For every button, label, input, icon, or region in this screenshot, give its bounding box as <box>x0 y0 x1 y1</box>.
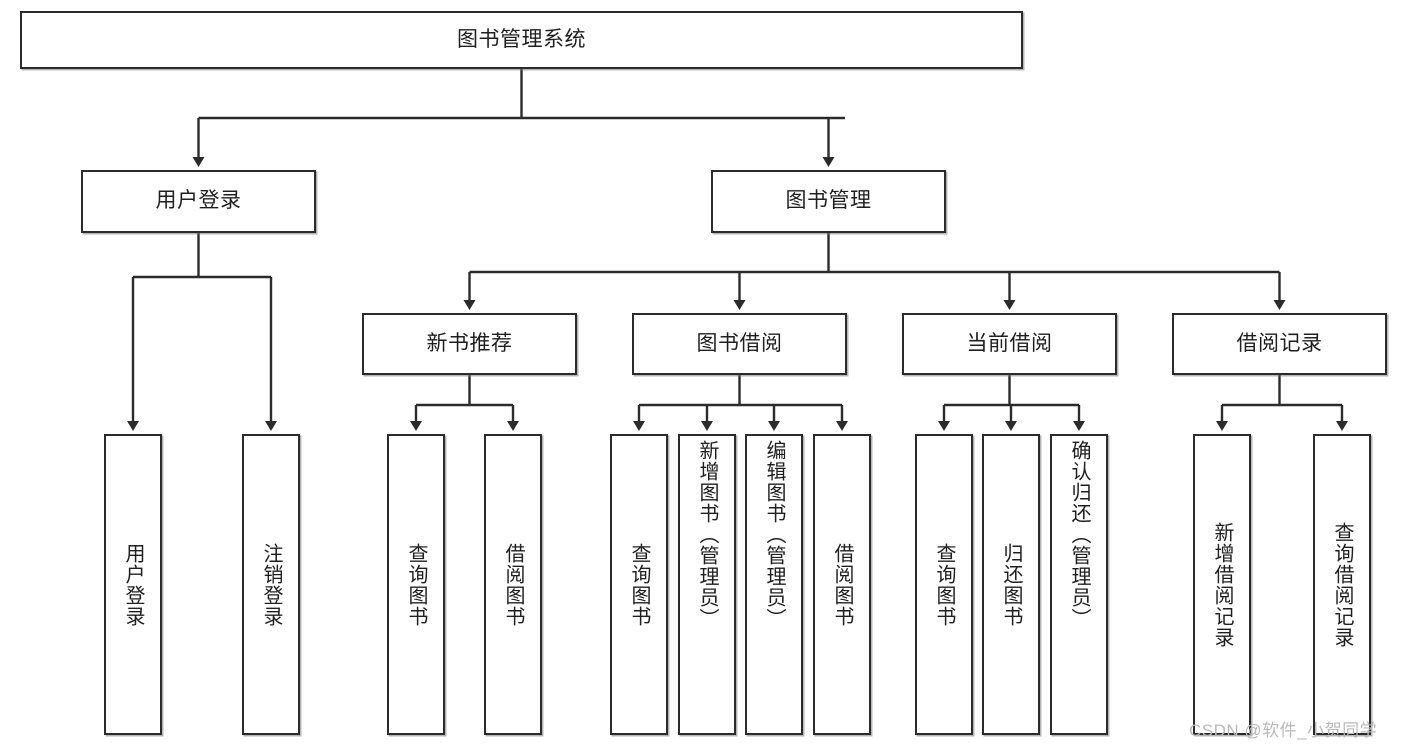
leaf-new-book-query-label: 查询图书 <box>405 542 427 627</box>
csdn-watermark: CSDN @软件_小贺同学 <box>1189 721 1378 740</box>
leaf-current-borrow-query-label: 查询图书 <box>933 542 955 627</box>
leaf-user-login-login[interactable]: 用户登录 <box>104 434 162 735</box>
leaf-book-borrow-query-label: 查询图书 <box>628 542 650 627</box>
leaf-new-book-borrow-label: 借阅图书 <box>502 542 524 627</box>
leaf-current-borrow-return-label: 归还图书 <box>1000 542 1022 627</box>
leaf-user-login-login-label: 用户登录 <box>122 542 144 627</box>
leaf-current-borrow-confirm-return-label: 确认归还（管理员） <box>1068 440 1090 629</box>
node-book-borrow-label: 图书借阅 <box>696 331 783 355</box>
leaf-borrow-record-query-label: 查询借阅记录 <box>1331 521 1353 648</box>
leaf-borrow-record-add-label: 新增借阅记录 <box>1211 521 1233 648</box>
node-root-label: 图书管理系统 <box>457 27 586 51</box>
leaf-borrow-record-query[interactable]: 查询借阅记录 <box>1313 434 1371 735</box>
leaf-user-login-logout-label: 注销登录 <box>260 542 282 627</box>
node-new-book-recommend[interactable]: 新书推荐 <box>362 313 577 375</box>
node-user-login[interactable]: 用户登录 <box>81 170 316 233</box>
leaf-book-borrow-borrow[interactable]: 借阅图书 <box>813 434 871 735</box>
leaf-book-borrow-edit-label: 编辑图书（管理员） <box>763 440 785 629</box>
leaf-new-book-borrow[interactable]: 借阅图书 <box>484 434 542 735</box>
leaf-user-login-logout[interactable]: 注销登录 <box>242 434 300 735</box>
node-user-login-label: 用户登录 <box>155 189 242 213</box>
node-book-management[interactable]: 图书管理 <box>711 170 946 233</box>
leaf-borrow-record-add[interactable]: 新增借阅记录 <box>1193 434 1251 735</box>
node-root-book-management-system[interactable]: 图书管理系统 <box>20 11 1023 69</box>
node-current-borrow-label: 当前借阅 <box>966 331 1053 355</box>
node-new-book-recommend-label: 新书推荐 <box>426 331 513 355</box>
node-borrow-record-label: 借阅记录 <box>1236 331 1323 355</box>
node-book-management-label: 图书管理 <box>785 189 872 213</box>
leaf-current-borrow-confirm-return[interactable]: 确认归还（管理员） <box>1050 434 1108 735</box>
leaf-book-borrow-edit[interactable]: 编辑图书（管理员） <box>745 434 803 735</box>
leaf-book-borrow-query[interactable]: 查询图书 <box>610 434 668 735</box>
leaf-current-borrow-query[interactable]: 查询图书 <box>915 434 973 735</box>
leaf-current-borrow-return[interactable]: 归还图书 <box>982 434 1040 735</box>
leaf-book-borrow-add-label: 新增图书（管理员） <box>696 440 718 629</box>
node-book-borrow[interactable]: 图书借阅 <box>632 313 847 375</box>
leaf-book-borrow-borrow-label: 借阅图书 <box>831 542 853 627</box>
node-borrow-record[interactable]: 借阅记录 <box>1172 313 1387 375</box>
leaf-book-borrow-add[interactable]: 新增图书（管理员） <box>678 434 736 735</box>
leaf-new-book-query[interactable]: 查询图书 <box>387 434 445 735</box>
node-current-borrow[interactable]: 当前借阅 <box>902 313 1117 375</box>
